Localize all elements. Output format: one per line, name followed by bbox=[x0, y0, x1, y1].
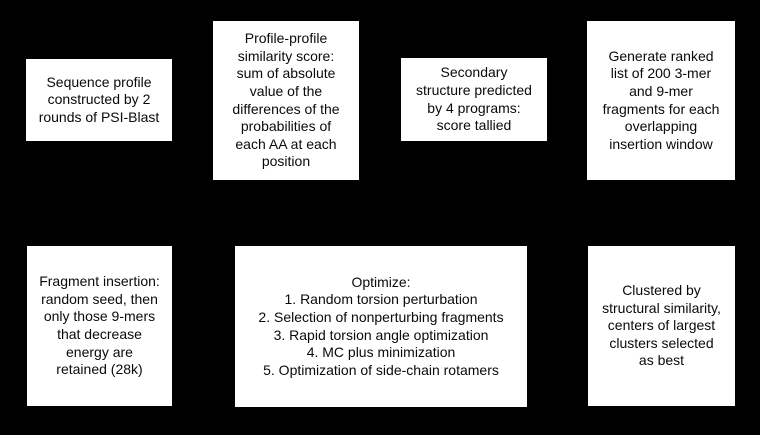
box-secondary-structure-prediction-text: Secondary structure predicted by 4 progr… bbox=[416, 64, 532, 134]
box-optimize-steps-text: Optimize: 1. Random torsion perturbation… bbox=[258, 273, 504, 378]
box-ranked-fragment-list: Generate ranked list of 200 3-mer and 9-… bbox=[587, 21, 735, 180]
box-ranked-fragment-list-text: Generate ranked list of 200 3-mer and 9-… bbox=[602, 47, 720, 152]
box-sequence-profile-text: Sequence profile constructed by 2 rounds… bbox=[38, 73, 160, 125]
box-profile-profile-similarity-score: Profile-profile similarity score: sum of… bbox=[213, 21, 359, 180]
box-clustering: Clustered by structural similarity, cent… bbox=[588, 246, 735, 406]
box-profile-profile-similarity-score-text: Profile-profile similarity score: sum of… bbox=[232, 30, 340, 170]
box-optimize-steps: Optimize: 1. Random torsion perturbation… bbox=[235, 246, 527, 407]
box-fragment-insertion-text: Fragment insertion: random seed, then on… bbox=[39, 273, 160, 378]
box-clustering-text: Clustered by structural similarity, cent… bbox=[602, 281, 721, 369]
box-secondary-structure-prediction: Secondary structure predicted by 4 progr… bbox=[401, 58, 547, 141]
box-fragment-insertion: Fragment insertion: random seed, then on… bbox=[27, 246, 172, 406]
box-sequence-profile: Sequence profile constructed by 2 rounds… bbox=[26, 59, 172, 141]
